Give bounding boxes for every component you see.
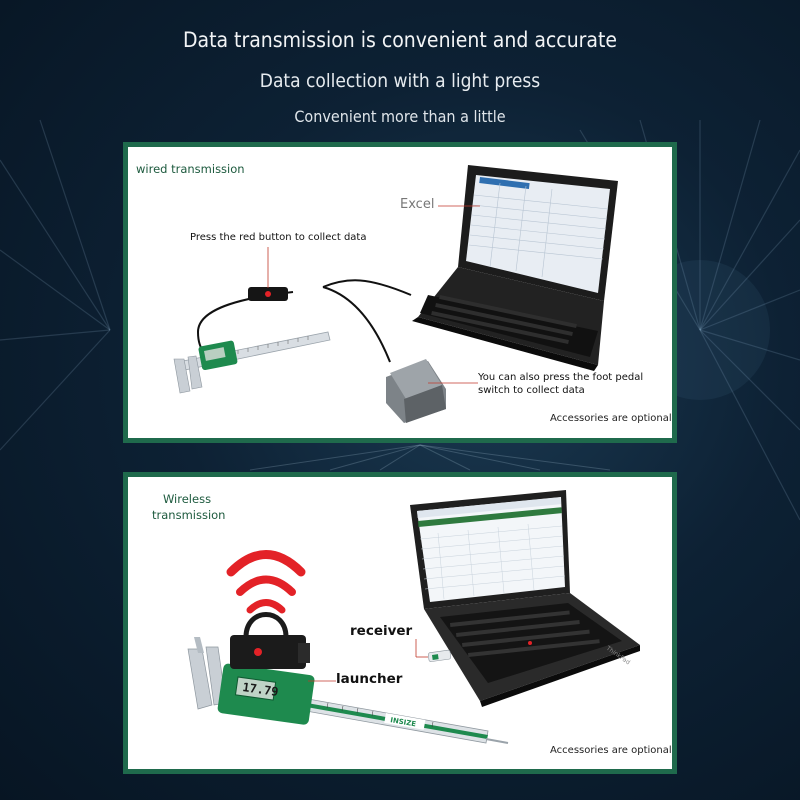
page-title: Data transmission is convenient and accu… [182, 28, 618, 52]
digital-caliper [173, 331, 331, 394]
wired-transmission-tag: wired transmission [136, 162, 245, 176]
wireless-illustration: ThinkPad INSIZE [187, 490, 640, 744]
launcher-label: launcher [336, 671, 403, 687]
wireless-signal-icon [226, 550, 306, 614]
wired-optional-note: Accessories are optional [550, 413, 672, 424]
digital-caliper-wireless: INSIZE 17.79 [187, 612, 509, 744]
laptop-black [412, 165, 618, 371]
red-button-caption: Press the red button to collect data [190, 232, 367, 243]
foot-pedal-switch [386, 359, 446, 423]
wireless-optional-note: Accessories are optional [550, 745, 672, 756]
excel-label: Excel [400, 197, 435, 212]
receiver-label: receiver [350, 623, 413, 639]
page-tagline: Convenient more than a little [294, 107, 506, 126]
receiver-dongle [427, 649, 452, 662]
red-button-module [248, 247, 288, 301]
wireless-transmission-panel: ThinkPad INSIZE [123, 472, 677, 774]
wired-illustration [173, 165, 618, 423]
wireless-transmission-tag: Wireless transmission [152, 492, 226, 522]
wired-transmission-panel: wired transmission Excel Press the red b… [123, 142, 677, 443]
foot-pedal-caption: You can also press the foot pedal switch… [478, 372, 644, 396]
laptop-thinkpad: ThinkPad [410, 490, 640, 707]
caliper-reading: 17.79 [242, 680, 280, 699]
page-subtitle: Data collection with a light press [259, 70, 541, 92]
